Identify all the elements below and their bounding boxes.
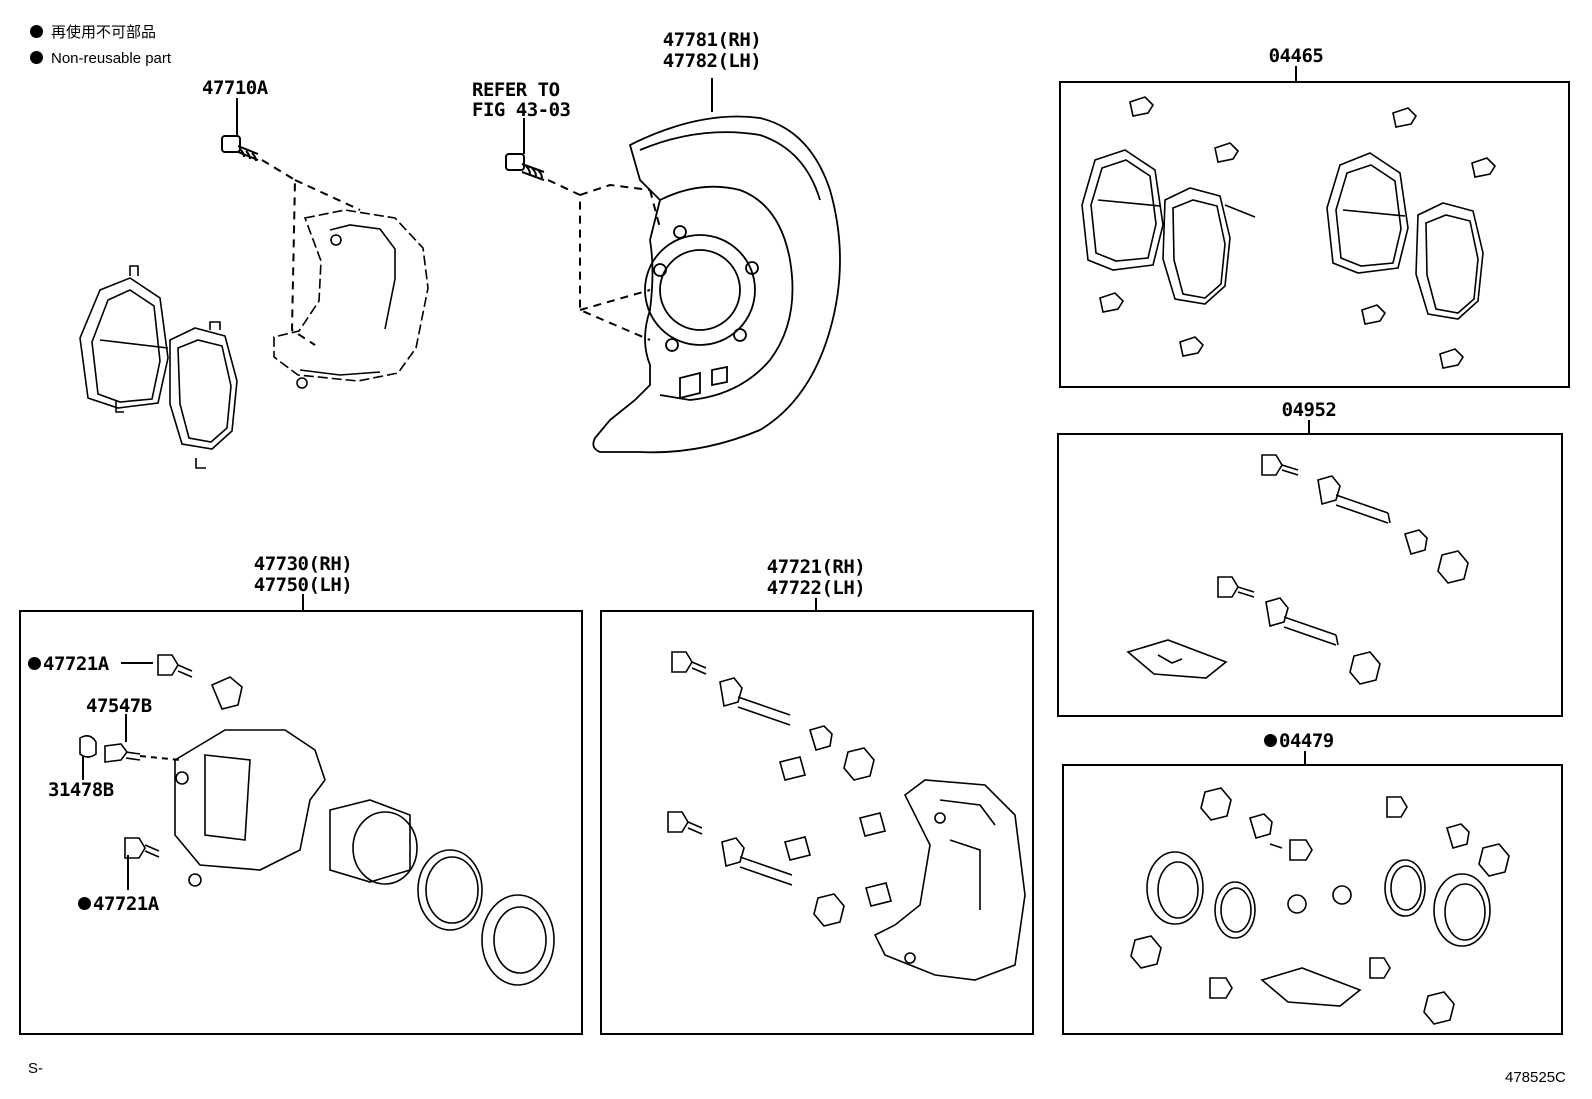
box-04952 [1057, 433, 1563, 717]
dashed-guide-dustcover [547, 179, 661, 341]
label-47721A-top-text: 47721A [43, 653, 109, 675]
bolt-refer-fig [505, 153, 545, 181]
dashed-guide-47547B [139, 755, 181, 761]
brake-pad-outer-left [79, 265, 169, 413]
label-47750-lh: 47750(LH) [253, 574, 353, 596]
bracket-kit-47721 [667, 651, 1026, 981]
box-04479 [1062, 764, 1563, 1035]
kit-04479 [1130, 787, 1510, 1025]
label-47781-rh: 47781(RH) [662, 29, 762, 51]
pad-set-04465 [1081, 96, 1497, 369]
caliper-assembly-47730 [79, 654, 555, 986]
dust-cover [592, 115, 841, 454]
label-04479-text: 04479 [1279, 730, 1334, 752]
box-47721 [600, 610, 1034, 1035]
brake-pad-inner-left [169, 321, 238, 469]
bullet-dot-icon [1264, 734, 1277, 747]
bullet-dot-icon [30, 51, 43, 64]
label-47730-rh: 47730(RH) [253, 553, 353, 575]
footer-left: S- [28, 1060, 43, 1077]
label-47721A-top: 47721A [28, 654, 109, 674]
bullet-dot-icon [78, 897, 91, 910]
label-47722-lh: 47722(LH) [766, 577, 866, 599]
label-04479: 04479 [1264, 731, 1334, 751]
legend-non-reusable-jp: 再使用不可部品 [30, 22, 156, 44]
box-47730 [19, 610, 583, 1035]
dashed-guide-bracket [261, 159, 361, 346]
label-refer-to: REFER TO [472, 79, 560, 101]
bolt-47710A [221, 135, 259, 162]
kit-04952 [1126, 454, 1469, 685]
label-47782-lh: 47782(LH) [662, 50, 762, 72]
label-04952: 04952 [1281, 399, 1337, 421]
box-04465 [1059, 81, 1570, 388]
label-fig-43-03: FIG 43-03 [472, 99, 571, 121]
legend-text-jp: 再使用不可部品 [51, 24, 157, 41]
bullet-dot-icon [30, 25, 43, 38]
label-47721A-bottom: 47721A [78, 894, 159, 914]
footer-figure-code: 478525C [1505, 1069, 1566, 1086]
caliper-bracket [273, 209, 429, 389]
label-47721-rh: 47721(RH) [766, 556, 866, 578]
legend-text-en: Non-reusable part [51, 50, 172, 67]
label-47710A: 47710A [202, 77, 268, 99]
label-47721A-bottom-text: 47721A [93, 893, 159, 915]
label-04465: 04465 [1268, 45, 1324, 67]
label-31478B: 31478B [48, 779, 114, 801]
legend-non-reusable-en: Non-reusable part [30, 48, 171, 70]
label-47547B: 47547B [86, 695, 152, 717]
bullet-dot-icon [28, 657, 41, 670]
